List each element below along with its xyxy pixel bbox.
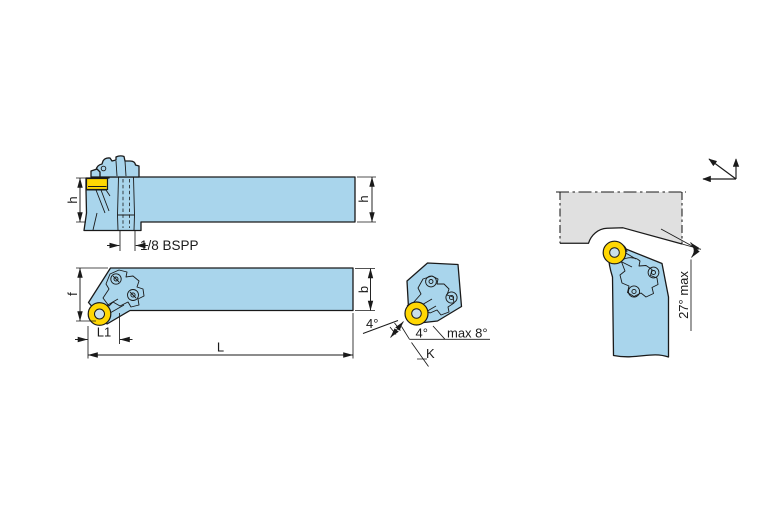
detail-round-insert-core <box>411 308 422 319</box>
thread-label: 1/8 BSPP <box>140 238 199 253</box>
application-screw-1-core <box>651 270 656 275</box>
screw-1-slot <box>112 275 120 283</box>
screw-1 <box>110 273 122 285</box>
k-leader-line <box>411 342 429 367</box>
detail-screw-1-core <box>428 279 434 284</box>
application-screw-1 <box>647 266 660 279</box>
round-insert-top-core <box>94 308 105 320</box>
clamp-finger <box>90 168 101 178</box>
clearance-reference-ticks <box>389 322 401 335</box>
detail-view: 4° max 8° K <box>389 262 490 367</box>
ramp-angle-arc <box>690 242 700 258</box>
clamp-top-outline <box>102 269 145 308</box>
screw-2-slot <box>129 291 137 299</box>
hidden-screw-lines <box>122 179 130 228</box>
side-detail-lines <box>86 160 135 231</box>
workpiece-machined-profile <box>560 227 683 245</box>
application-screw-2 <box>627 285 641 298</box>
clamp-pivot <box>100 165 107 172</box>
detail-angle-label: 4° <box>416 326 428 341</box>
dim-label-b: b <box>356 286 371 293</box>
detail-screw-1 <box>425 275 437 288</box>
dim-label-h-left: h <box>65 196 80 203</box>
dim-label-h-right: h <box>356 195 371 202</box>
holder-side-body <box>83 176 356 232</box>
top-extension-ticks <box>76 267 375 359</box>
side-view: h h 1/8 BSPP <box>65 155 376 253</box>
screw-1-core <box>113 276 119 282</box>
detail-max-angle-label: max 8° <box>447 326 488 341</box>
dim-label-l: L <box>217 340 224 355</box>
top-view: f b L1 L 4° <box>65 267 399 359</box>
clamp-side <box>95 155 140 178</box>
application-round-insert-core <box>609 247 620 258</box>
callout-leader-lines <box>401 325 490 340</box>
ramp-angle-label: 27° max <box>676 271 691 319</box>
detail-clamp-outline <box>412 275 455 316</box>
insert-side <box>85 177 109 191</box>
detail-screw-2-core <box>448 294 455 301</box>
detail-screw-2 <box>445 291 458 304</box>
workpiece <box>560 192 682 244</box>
application-screw-2-core <box>631 288 637 295</box>
holder-top-body <box>87 267 354 325</box>
dim-label-f: f <box>65 292 80 296</box>
application-view: 27° max <box>556 191 702 358</box>
screw-2-core <box>130 292 136 298</box>
screw-2 <box>127 289 139 301</box>
feed-arrow-diagonal <box>708 158 737 180</box>
clearance-double-arrow <box>390 321 404 338</box>
feed-direction-arrows-icon <box>702 158 740 183</box>
detail-k-label: K <box>426 346 435 361</box>
dim-label-l1: L1 <box>97 325 111 340</box>
lead-angle-label: 4° <box>366 316 378 331</box>
